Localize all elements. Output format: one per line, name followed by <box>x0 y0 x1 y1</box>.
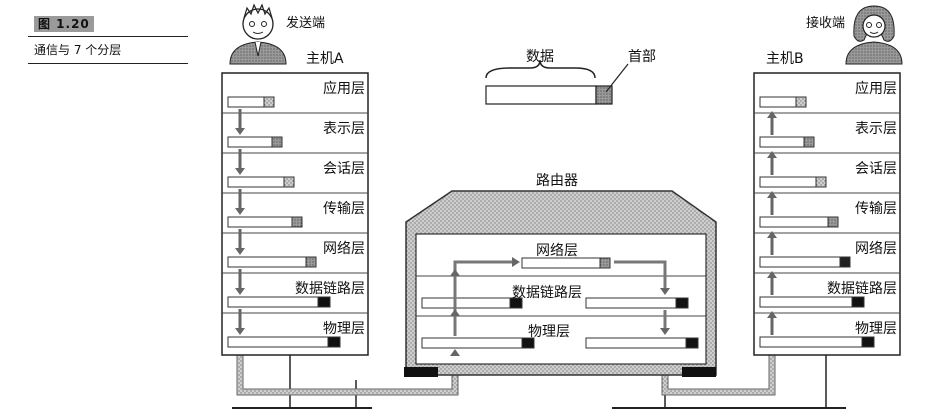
host-b-layer-datalink: 数据链路层 <box>827 281 897 297</box>
host-a-layer-physical: 物理层 <box>323 321 365 337</box>
router-layer-network: 网络层 <box>536 243 578 259</box>
host-a-layer-datalink: 数据链路层 <box>295 281 365 297</box>
receiver-label: 接收端 <box>806 16 846 31</box>
host-a-title: 主机A <box>306 51 344 67</box>
host-a-layer-session: 会话层 <box>323 161 365 177</box>
host-b-layer-application: 应用层 <box>855 81 897 97</box>
caption-bottom-rule <box>28 63 188 64</box>
router-layer-physical: 物理层 <box>528 324 570 340</box>
router-title: 路由器 <box>536 173 578 189</box>
host-b-layer-presentation: 表示层 <box>855 121 897 137</box>
router-layer-datalink: 数据链路层 <box>512 285 582 301</box>
packet-header-label: 首部 <box>628 49 656 65</box>
host-a-layer-application: 应用层 <box>323 81 365 97</box>
figure-label: 图 1.20 <box>34 16 94 32</box>
host-b-layer-session: 会话层 <box>855 161 897 177</box>
router-box <box>404 190 717 377</box>
host-b-stack <box>753 72 901 356</box>
sender-person-icon <box>229 3 287 65</box>
figure-caption: 通信与 7 个分层 <box>34 43 122 57</box>
host-a-layer-network: 网络层 <box>323 241 365 257</box>
host-a-layer-transport: 传输层 <box>323 201 365 217</box>
packet-illustration <box>485 59 629 105</box>
receiver-person-icon <box>845 5 903 65</box>
host-a-stack <box>221 72 369 356</box>
host-b-layer-physical: 物理层 <box>855 321 897 337</box>
host-b-layer-transport: 传输层 <box>855 201 897 217</box>
host-a-layer-presentation: 表示层 <box>323 121 365 137</box>
caption-top-rule <box>28 36 188 37</box>
host-b-layer-network: 网络层 <box>855 241 897 257</box>
host-b-title: 主机B <box>766 51 804 67</box>
packet-data-label: 数据 <box>526 49 554 65</box>
sender-label: 发送端 <box>286 16 326 31</box>
